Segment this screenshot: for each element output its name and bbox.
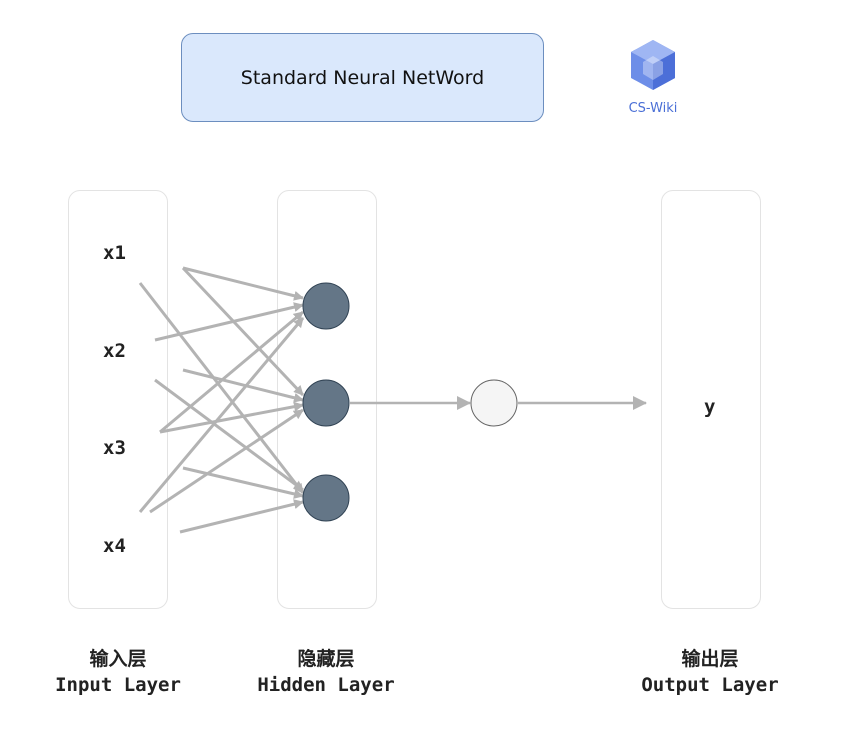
input-layer-cn: 输入层 [89,648,147,670]
diagram-title-box: Standard Neural NetWord [181,33,544,122]
input-node-x1: x1 [103,242,126,264]
output-layer-en: Output Layer [641,674,779,696]
hidden-layer-en: Hidden Layer [257,674,395,696]
edge-x3-h1 [159,310,304,434]
hidden-layer-cn: 隐藏层 [297,648,355,670]
input-node-x3: x3 [103,437,126,459]
edge-x3-h2 [159,401,304,434]
edge-x4-h2 [149,408,304,514]
edge-x4-h3 [179,499,304,534]
hidden-node-1 [302,282,350,330]
edge-x1-h2 [181,266,305,397]
edge-x2-h2 [182,368,304,403]
input-layer-panel [68,190,168,609]
input-node-x2: x2 [103,340,126,362]
hidden-layer-caption: 隐藏层 Hidden Layer [226,646,426,698]
hidden-node-2 [302,379,350,427]
hidden-node-3 [302,474,350,522]
output-layer-caption: 输出层 Output Layer [610,646,810,698]
edge-x1-h1 [182,266,304,301]
input-node-x4: x4 [103,535,126,557]
output-layer-panel [661,190,761,609]
logo-text: CS-Wiki [628,101,678,116]
input-layer-en: Input Layer [55,674,181,696]
activation-node [470,379,518,427]
output-layer-cn: 输出层 [681,648,739,670]
edge-x4-h1 [138,317,305,513]
output-node-y: y [704,396,716,418]
cube-logo-icon [631,40,675,90]
edge-x2-h3 [154,378,304,492]
edge-x1-h3 [138,282,305,494]
diagram-title: Standard Neural NetWord [240,66,485,89]
edge-x3-h3 [182,466,304,499]
input-layer-caption: 输入层 Input Layer [18,646,218,698]
edge-x2-h1 [154,302,304,342]
